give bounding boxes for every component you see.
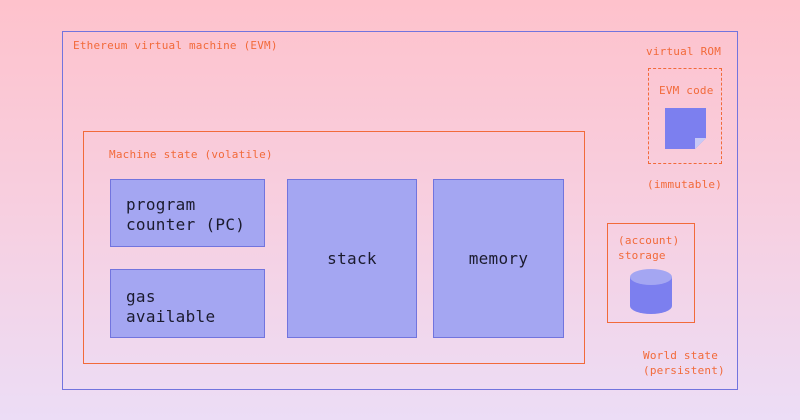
program-counter-label: program counter (PC) bbox=[126, 195, 246, 234]
evm-frame bbox=[62, 31, 738, 390]
evm-label: Ethereum virtual machine (EVM) bbox=[73, 39, 278, 52]
storage-box bbox=[607, 223, 695, 323]
immutable-label: (immutable) bbox=[647, 178, 723, 191]
world-state-label: World state (persistent) bbox=[643, 349, 725, 377]
gas-available-block: gas available bbox=[110, 269, 265, 338]
evm-code-label: EVM code bbox=[659, 84, 714, 97]
machine-state-label: Machine state (volatile) bbox=[109, 148, 273, 161]
program-counter-block: program counter (PC) bbox=[110, 179, 265, 247]
database-icon bbox=[630, 269, 672, 314]
document-icon bbox=[665, 108, 706, 149]
virtual-rom-box bbox=[648, 68, 722, 164]
virtual-rom-label: virtual ROM bbox=[646, 45, 722, 58]
stack-label: stack bbox=[327, 248, 377, 268]
gas-available-label: gas available bbox=[126, 287, 216, 326]
memory-block: memory bbox=[433, 179, 564, 338]
memory-label: memory bbox=[468, 248, 529, 268]
stack-block: stack bbox=[287, 179, 417, 338]
storage-label: (account) storage bbox=[618, 234, 680, 262]
machine-state-frame bbox=[83, 131, 585, 364]
